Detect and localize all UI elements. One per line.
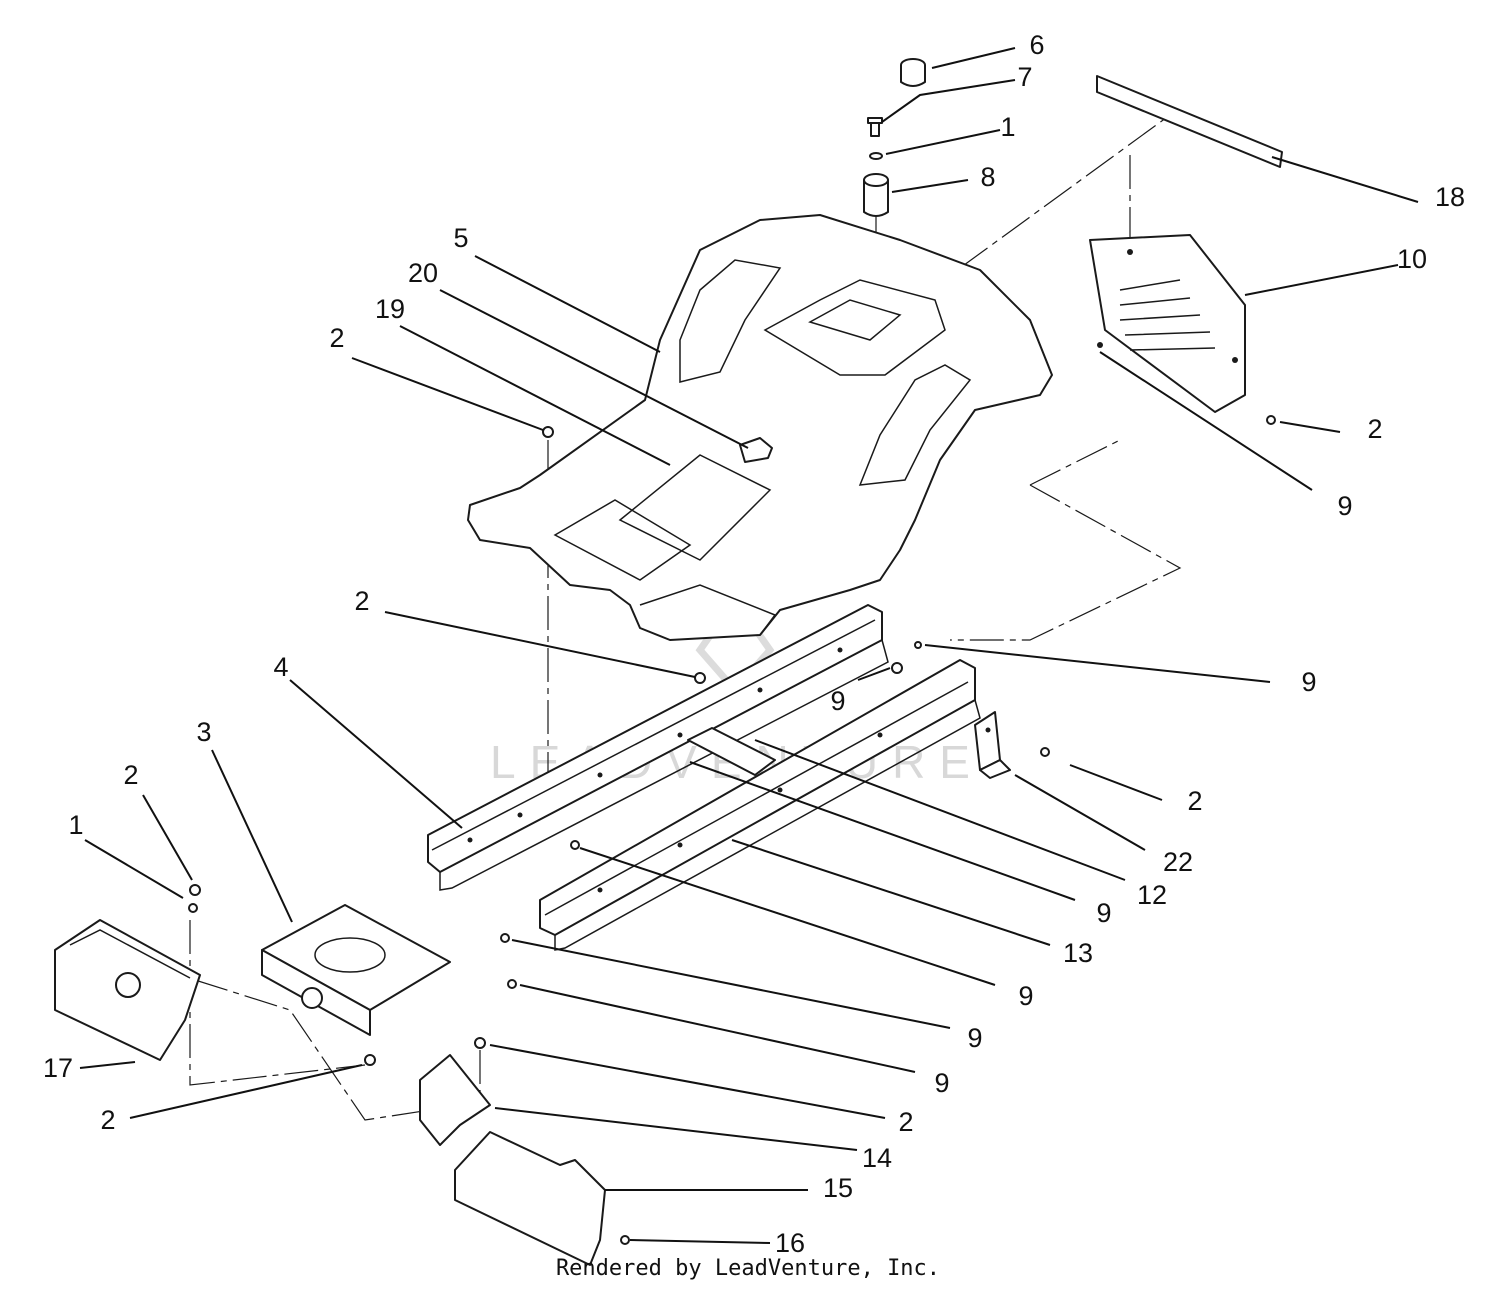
callout-1: 1 — [1000, 112, 1015, 142]
part-14-shield — [419, 1054, 491, 1146]
callout-2: 2 — [123, 760, 138, 790]
callout-22: 22 — [1163, 847, 1193, 877]
part-10-bracket — [1089, 234, 1246, 413]
callout-9: 9 — [967, 1023, 982, 1053]
callout-1: 1 — [68, 810, 83, 840]
part-6-knob — [900, 58, 926, 87]
callout-14: 14 — [862, 1143, 892, 1173]
part-3-plate — [261, 904, 451, 1036]
callout-16: 16 — [775, 1228, 805, 1258]
part-8-spacer — [863, 173, 889, 217]
callout-9: 9 — [830, 686, 845, 716]
callout-4: 4 — [273, 652, 288, 682]
callout-5: 5 — [453, 223, 468, 253]
part-5-fender — [467, 214, 1053, 641]
callout-2: 2 — [100, 1105, 115, 1135]
callout-2: 2 — [354, 586, 369, 616]
callout-12: 12 — [1137, 880, 1167, 910]
part-4-frame-rail — [427, 604, 889, 891]
callout-9: 9 — [1301, 667, 1316, 697]
callout-2: 2 — [1187, 786, 1202, 816]
callout-17: 17 — [43, 1053, 73, 1083]
part-1-washer — [869, 152, 883, 160]
callout-9: 9 — [1337, 491, 1352, 521]
leader-lines — [79, 47, 1419, 1244]
part-12-cross-member — [687, 727, 776, 776]
callout-8: 8 — [980, 162, 995, 192]
callout-20: 20 — [408, 258, 438, 288]
hardware — [188, 415, 1276, 1245]
callout-9: 9 — [1096, 898, 1111, 928]
part-13-frame-rail — [539, 659, 981, 951]
callout-10: 10 — [1397, 244, 1427, 274]
part-22-bracket — [974, 711, 1011, 779]
callout-13: 13 — [1063, 938, 1093, 968]
part-15-cover — [454, 1131, 606, 1266]
callout-6: 6 — [1029, 30, 1044, 60]
callout-9: 9 — [934, 1068, 949, 1098]
callout-19: 19 — [375, 294, 405, 324]
callout-labels: 6 7 1 8 18 5 20 19 2 10 2 9 2 9 9 4 3 2 … — [43, 30, 1465, 1258]
callout-9: 9 — [1018, 981, 1033, 1011]
callout-3: 3 — [196, 717, 211, 747]
callout-7: 7 — [1017, 62, 1032, 92]
part-17-guard — [54, 919, 201, 1061]
part-7-screw — [867, 117, 883, 137]
callout-18: 18 — [1435, 182, 1465, 212]
callout-2: 2 — [898, 1107, 913, 1137]
part-18-strip — [1096, 75, 1283, 168]
callout-2: 2 — [329, 323, 344, 353]
footer-credit: Rendered by LeadVenture, Inc. — [556, 1256, 940, 1281]
callout-15: 15 — [823, 1173, 853, 1203]
callout-2: 2 — [1367, 414, 1382, 444]
